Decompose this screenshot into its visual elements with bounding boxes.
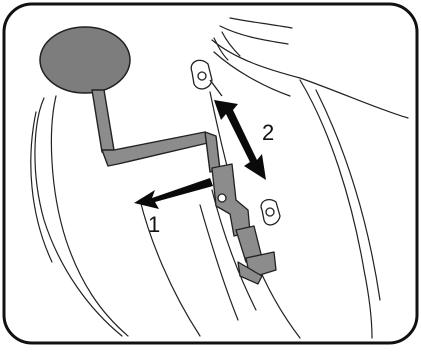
step-label-2: 2 xyxy=(262,120,274,145)
knob-icon xyxy=(40,27,130,93)
step-label-1: 1 xyxy=(148,212,160,237)
